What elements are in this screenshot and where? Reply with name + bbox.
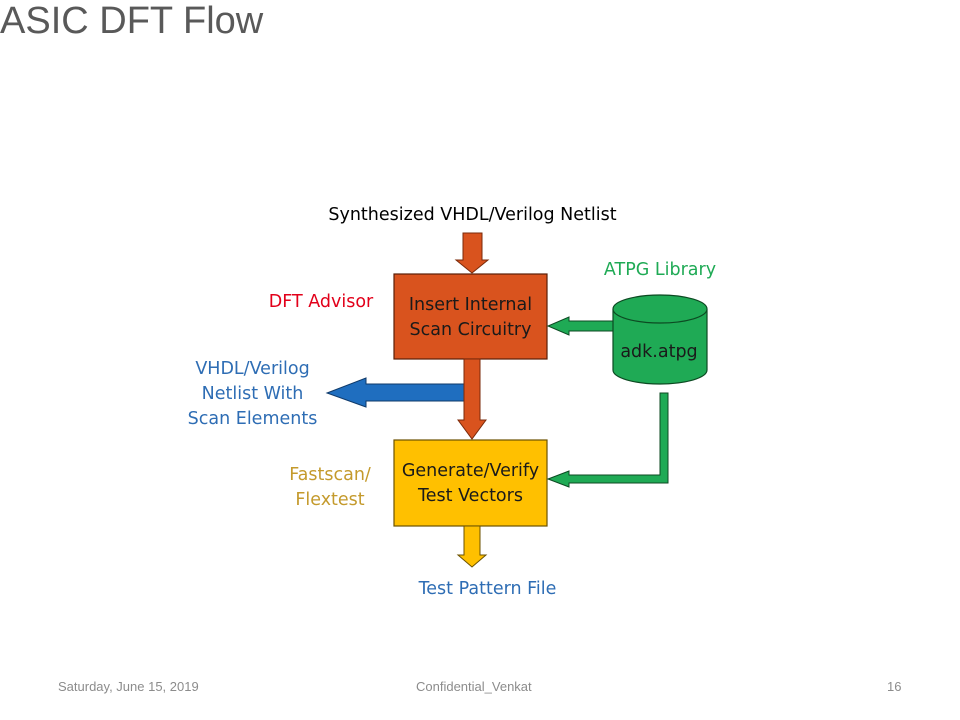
atpg-library-cylinder-icon: [612, 294, 708, 385]
netlist-scan-line: Netlist With: [201, 384, 304, 404]
netlist-with-scan-label: VHDL/Verilog Netlist With Scan Elements: [180, 357, 325, 432]
input-arrow: [454, 232, 490, 274]
fastscan-flextest-label: Fastscan/ Flextest: [275, 463, 385, 513]
insert-box-text: Insert Internal Scan Circuitry: [394, 293, 547, 343]
input-netlist-label: Synthesized VHDL/Verilog Netlist: [328, 205, 617, 225]
flextest-line: Flextest: [295, 490, 365, 510]
side-output-arrow: [325, 377, 467, 408]
dft-advisor-label: DFT Advisor: [268, 292, 374, 312]
output-arrow: [456, 525, 488, 568]
library-to-generate-arrow: [546, 392, 669, 488]
fastscan-line: Fastscan/: [289, 465, 371, 485]
slide-title: ASIC DFT Flow: [0, 0, 264, 42]
insert-scan-box: [393, 273, 548, 360]
generate-vectors-box: [393, 439, 548, 527]
generate-box-line: Generate/Verify: [401, 461, 540, 481]
atpg-library-label: ATPG Library: [603, 260, 717, 280]
insert-box-line: Scan Circuitry: [409, 320, 532, 340]
footer-confidential: Confidential_Venkat: [416, 679, 532, 694]
generate-box-text: Generate/Verify Test Vectors: [394, 459, 547, 509]
test-pattern-file-label: Test Pattern File: [418, 579, 557, 599]
insert-to-generate-arrow: [457, 358, 487, 440]
library-file-label: adk.atpg: [620, 342, 698, 362]
netlist-scan-line: VHDL/Verilog: [195, 359, 310, 379]
netlist-scan-line: Scan Elements: [187, 409, 318, 429]
insert-box-line: Insert Internal: [408, 295, 533, 315]
footer-date: Saturday, June 15, 2019: [58, 679, 199, 694]
library-to-insert-arrow: [546, 316, 614, 336]
page-number: 16: [887, 679, 902, 694]
generate-box-line: Test Vectors: [418, 486, 523, 506]
